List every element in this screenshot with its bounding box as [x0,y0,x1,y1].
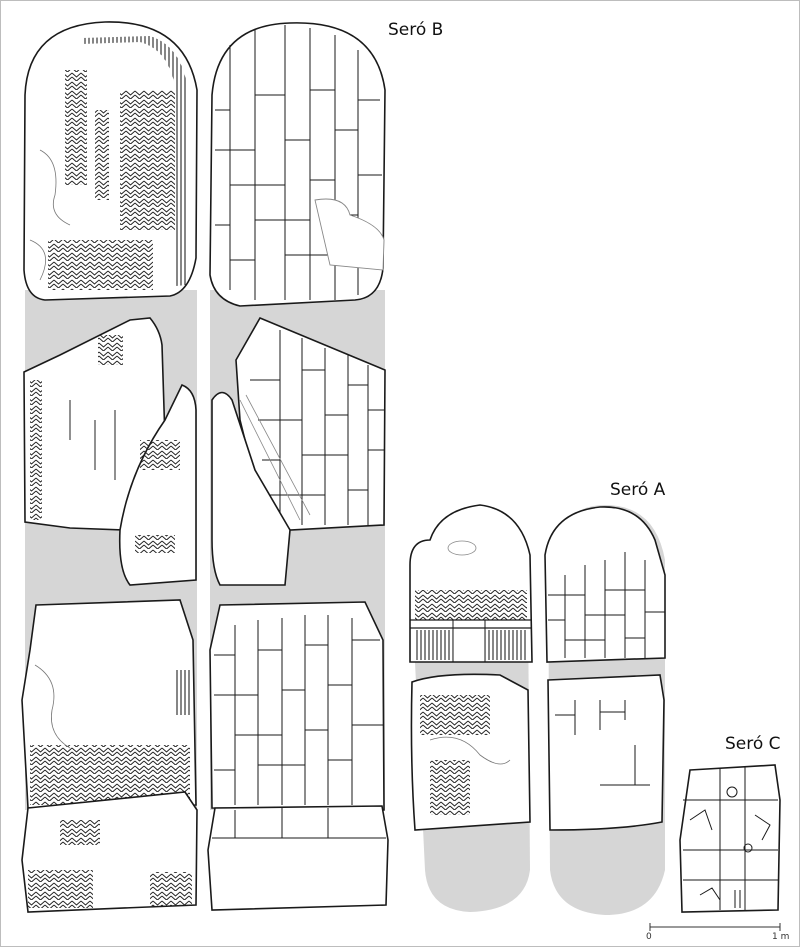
sero-b-face2-lower [209,601,385,811]
sero-b-face1-middle [23,317,197,586]
label-sero-c: Seró C [725,734,781,754]
sero-a-face2-bottom [547,674,665,831]
sero-a-face2-top [544,506,666,663]
scale-bar [649,923,781,931]
sero-b-face2-top [209,22,386,307]
sero-a-group [409,504,666,915]
label-sero-a: Seró A [610,480,666,500]
sero-b-face2-bottom [207,805,389,911]
sero-b-face1-lower [21,599,197,809]
sero-a-face1-bottom [410,673,531,831]
sero-b-group [21,21,389,913]
sero-b-face1-bottom [21,791,198,913]
sero-b-face2-middle [211,316,386,586]
sero-b-face1-top [23,21,198,301]
sero-a-face1-top [409,504,533,663]
scale-end-label: 1 m [772,932,790,942]
sero-c-group [679,764,781,913]
label-sero-b: Seró B [388,20,444,40]
scale-start-label: 0 [646,932,652,942]
